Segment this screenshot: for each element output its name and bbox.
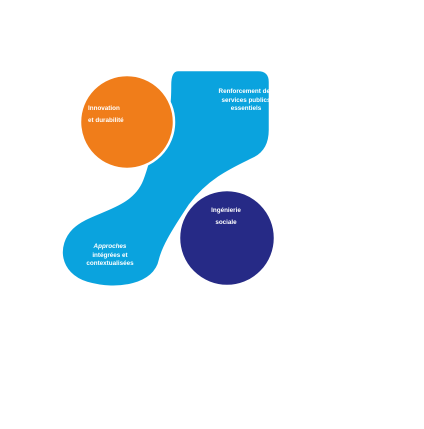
label-line: Ingénierie [211, 207, 241, 214]
label-services-publics: Renforcement des services publics essent… [196, 88, 296, 114]
label-approches: Approches intégrées et contextualisées [60, 243, 160, 269]
label-line: sociale [215, 218, 237, 226]
label-line: Innovation [88, 105, 120, 112]
label-innovation: Innovation et durabilité [88, 103, 124, 127]
label-line: intégrées et [92, 251, 128, 259]
navy-circle [177, 188, 277, 288]
label-line: contextualisées [86, 260, 134, 267]
label-line: Approches [93, 243, 127, 250]
label-line: Renforcement des [218, 88, 274, 95]
label-line: services publics [221, 96, 271, 104]
label-line: essentiels [230, 105, 262, 112]
label-ingenierie-sociale: Ingénierie sociale [176, 205, 276, 229]
orange-circle [78, 73, 176, 171]
label-line: et durabilité [88, 116, 124, 124]
